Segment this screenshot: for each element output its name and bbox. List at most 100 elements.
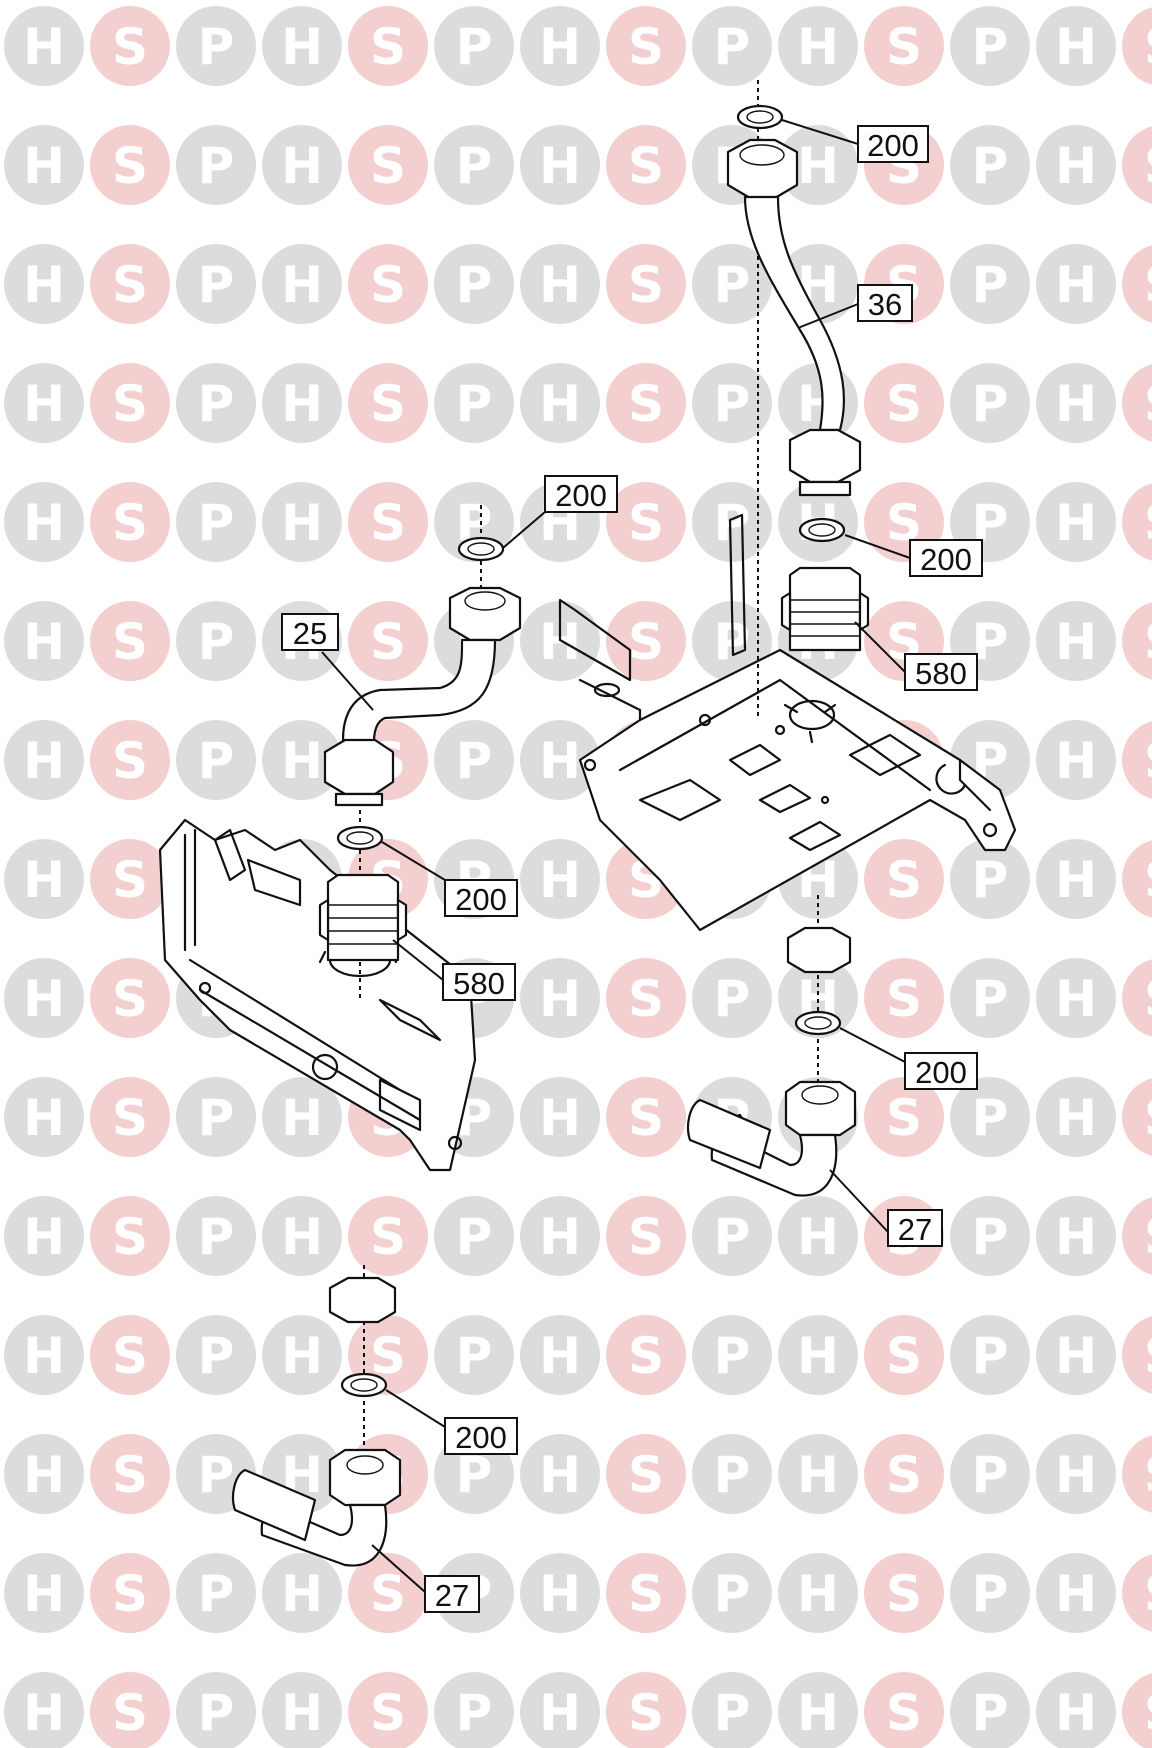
watermark-letter: P [198, 137, 235, 195]
watermark-circle [1122, 1435, 1152, 1513]
watermark-circle [1036, 6, 1116, 86]
watermark-tile: H [520, 125, 600, 205]
watermark-circle [520, 125, 600, 205]
watermark-circle [176, 601, 256, 681]
watermark-letter: S [112, 375, 148, 433]
watermark-letter: S [1144, 1565, 1152, 1623]
watermark-tile: P [434, 6, 514, 86]
watermark-circle [434, 1672, 514, 1748]
watermark-letter: P [198, 1089, 235, 1147]
watermark-circle [950, 839, 1030, 919]
watermark-tile: S [606, 482, 686, 562]
watermark-circle [4, 601, 84, 681]
watermark-letter: S [628, 1089, 664, 1147]
watermark-letter: H [1055, 1327, 1097, 1385]
watermark-letter: H [1055, 1089, 1097, 1147]
watermark-circle [520, 1077, 600, 1157]
watermark-circle [950, 125, 1030, 205]
watermark-circle [606, 6, 686, 86]
watermark-letter: P [972, 256, 1009, 314]
watermark-circle [176, 6, 256, 86]
watermark-letter: H [1055, 1684, 1097, 1742]
watermark-tile: S [348, 1672, 428, 1748]
watermark-circle [1036, 601, 1116, 681]
watermark-tile: P [692, 1315, 772, 1395]
watermark-tile: S [90, 1553, 170, 1633]
watermark-letter: S [1144, 1327, 1152, 1385]
watermark-tile: S [348, 6, 428, 86]
watermark-letter: H [23, 18, 65, 76]
watermark-letter: S [1144, 1208, 1152, 1266]
watermark-letter: H [539, 1327, 581, 1385]
watermark-tile: S [348, 1553, 428, 1633]
watermark-tile: P [692, 1553, 772, 1633]
watermark-circle [434, 720, 514, 800]
watermark-tile: P [176, 1553, 256, 1633]
watermark-circle [1036, 1672, 1116, 1748]
pipe-25-assembly [318, 505, 522, 1000]
watermark-letter: H [1055, 613, 1097, 671]
watermark-tile: H [1036, 1553, 1116, 1633]
watermark-circle [778, 1315, 858, 1395]
watermark-circle [348, 125, 428, 205]
watermark-circle [90, 1315, 170, 1395]
watermark-circle [864, 839, 944, 919]
watermark-letter: P [714, 494, 751, 552]
watermark-letter: H [281, 494, 323, 552]
watermark-circle [606, 1315, 686, 1395]
watermark-circle [778, 6, 858, 86]
watermark-tile: S [90, 6, 170, 86]
watermark-letter: P [714, 18, 751, 76]
watermark-tile: S [1122, 1673, 1152, 1748]
watermark-letter: P [972, 375, 1009, 433]
watermark-circle [1122, 364, 1152, 442]
watermark-circle [4, 1553, 84, 1633]
watermark-circle [950, 363, 1030, 443]
watermark-tile: P [950, 839, 1030, 919]
watermark-tile: S [90, 1434, 170, 1514]
watermark-tile: S [90, 363, 170, 443]
watermark-tile: S [90, 839, 170, 919]
watermark-letter: S [628, 494, 664, 552]
watermark-letter: H [1055, 851, 1097, 909]
watermark-tile: H [778, 1434, 858, 1514]
watermark-letter: S [1144, 1446, 1152, 1504]
watermark-tile: H [4, 363, 84, 443]
watermark-tile: P [950, 958, 1030, 1038]
watermark-letter: S [628, 137, 664, 195]
watermark-tile: H [4, 244, 84, 324]
callout-label: 200 [455, 882, 507, 917]
watermark-tile: S [1122, 1316, 1152, 1394]
watermark-circle [778, 1434, 858, 1514]
watermark-tile: H [1036, 601, 1116, 681]
watermark-circle [348, 601, 428, 681]
watermark-circle [348, 482, 428, 562]
watermark-letter: H [539, 1446, 581, 1504]
watermark-letter: S [628, 1565, 664, 1623]
watermark-letter: P [714, 1565, 751, 1623]
watermark-tile: H [1036, 720, 1116, 800]
watermark-tile: P [434, 125, 514, 205]
watermark-letter: H [539, 375, 581, 433]
watermark-tile: H [4, 1315, 84, 1395]
watermark-letter: S [886, 375, 922, 433]
watermark-circle [90, 958, 170, 1038]
watermark-circle [1036, 125, 1116, 205]
watermark-circle [1122, 245, 1152, 323]
watermark-circle [520, 1196, 600, 1276]
watermark-circle [90, 839, 170, 919]
watermark-circle [1036, 720, 1116, 800]
watermark-tile: P [950, 125, 1030, 205]
watermark-letter: S [112, 1446, 148, 1504]
callout-c5: 200 [544, 475, 618, 513]
watermark-circle [1036, 839, 1116, 919]
watermark-circle [864, 1077, 944, 1157]
callout-label: 27 [898, 1212, 932, 1247]
watermark-letter: P [456, 256, 493, 314]
watermark-letter: S [628, 1684, 664, 1742]
watermark-letter: H [23, 1089, 65, 1147]
watermark-tile: H [262, 1315, 342, 1395]
watermark-tile: P [176, 1672, 256, 1748]
watermark-circle [176, 720, 256, 800]
watermark-tile: P [434, 720, 514, 800]
